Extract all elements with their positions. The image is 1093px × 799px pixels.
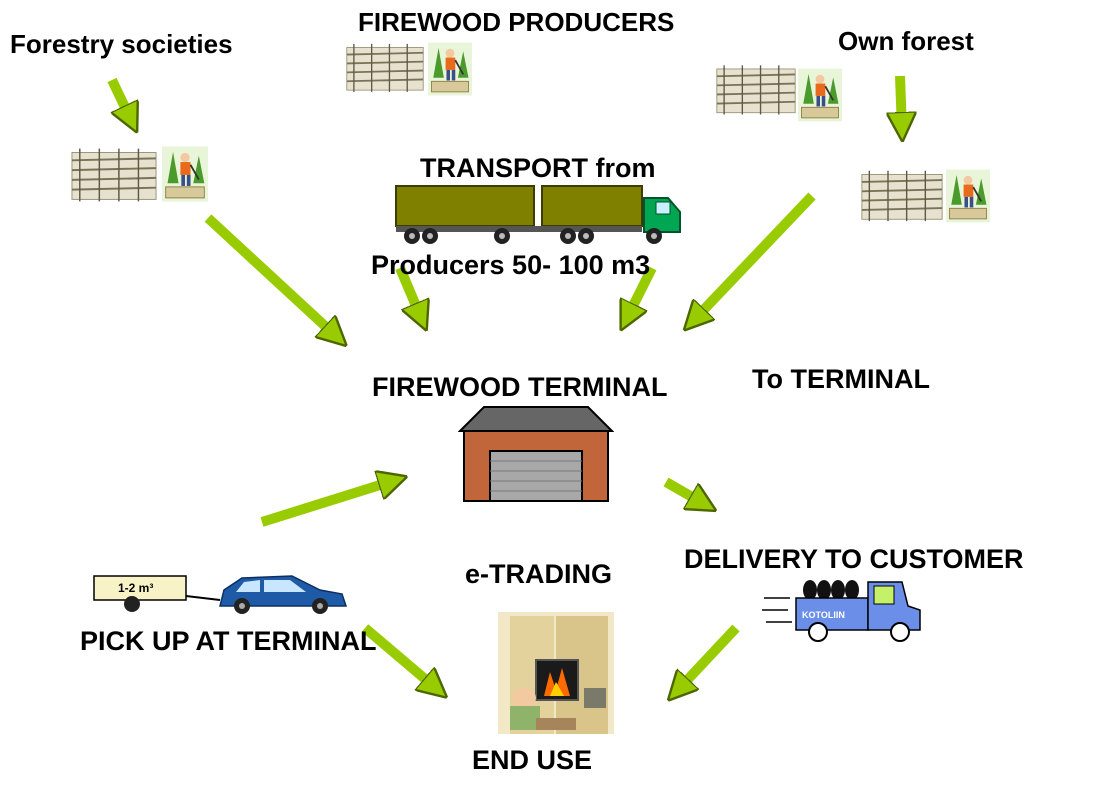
producers-volume-label: Producers 50- 100 m3 bbox=[371, 250, 651, 280]
pickup-label: PICK UP AT TERMINAL bbox=[80, 626, 377, 656]
to-terminal-label: To TERMINAL bbox=[752, 364, 930, 394]
forestry-societies-label: Forestry societies bbox=[10, 29, 233, 59]
arrow-transport-right-to-terminal bbox=[626, 265, 657, 320]
transport-from-label: TRANSPORT from bbox=[420, 153, 656, 183]
own-forest-label: Own forest bbox=[838, 26, 974, 56]
arrow-ownforest-to-terminal bbox=[692, 192, 816, 322]
arrow-forestry-to-terminal bbox=[204, 214, 338, 338]
end-use-label: END USE bbox=[472, 745, 593, 775]
terminal-building-icon bbox=[458, 406, 614, 502]
arrow-pickup-to-terminal bbox=[260, 480, 396, 527]
arrow-pickup-to-enduse bbox=[361, 624, 438, 690]
fireplace-icon bbox=[498, 612, 614, 734]
car-trailer-icon: 1-2 m³ bbox=[93, 575, 348, 614]
woodpile-icon bbox=[345, 30, 425, 104]
woodpile-icon bbox=[70, 140, 158, 208]
arrow-forestry-down bbox=[107, 77, 132, 122]
e-trading-label: e-TRADING bbox=[465, 559, 612, 589]
woodpile-icon bbox=[715, 56, 797, 122]
arrow-delivery-to-enduse bbox=[676, 624, 740, 692]
lumberjack-icon bbox=[428, 40, 472, 98]
delivery-label: DELIVERY TO CUSTOMER bbox=[684, 544, 1024, 574]
arrow-own-forest-down bbox=[900, 75, 902, 130]
firewood-terminal-label: FIREWOOD TERMINAL bbox=[372, 372, 668, 402]
truck-icon bbox=[395, 185, 681, 244]
lumberjack-icon bbox=[946, 168, 990, 224]
lumberjack-icon bbox=[162, 146, 208, 202]
lumberjack-icon bbox=[798, 68, 842, 122]
trailer-volume-label: 1-2 m³ bbox=[118, 581, 153, 595]
producers-title: FIREWOOD PRODUCERS bbox=[358, 7, 675, 37]
delivery-truck-icon: KOTOLIIN bbox=[762, 580, 921, 642]
arrow-transport-left-to-terminal bbox=[395, 266, 422, 320]
woodpile-icon bbox=[860, 162, 944, 228]
delivery-truck-logo: KOTOLIIN bbox=[802, 610, 845, 620]
arrow-terminal-to-delivery bbox=[663, 477, 706, 505]
